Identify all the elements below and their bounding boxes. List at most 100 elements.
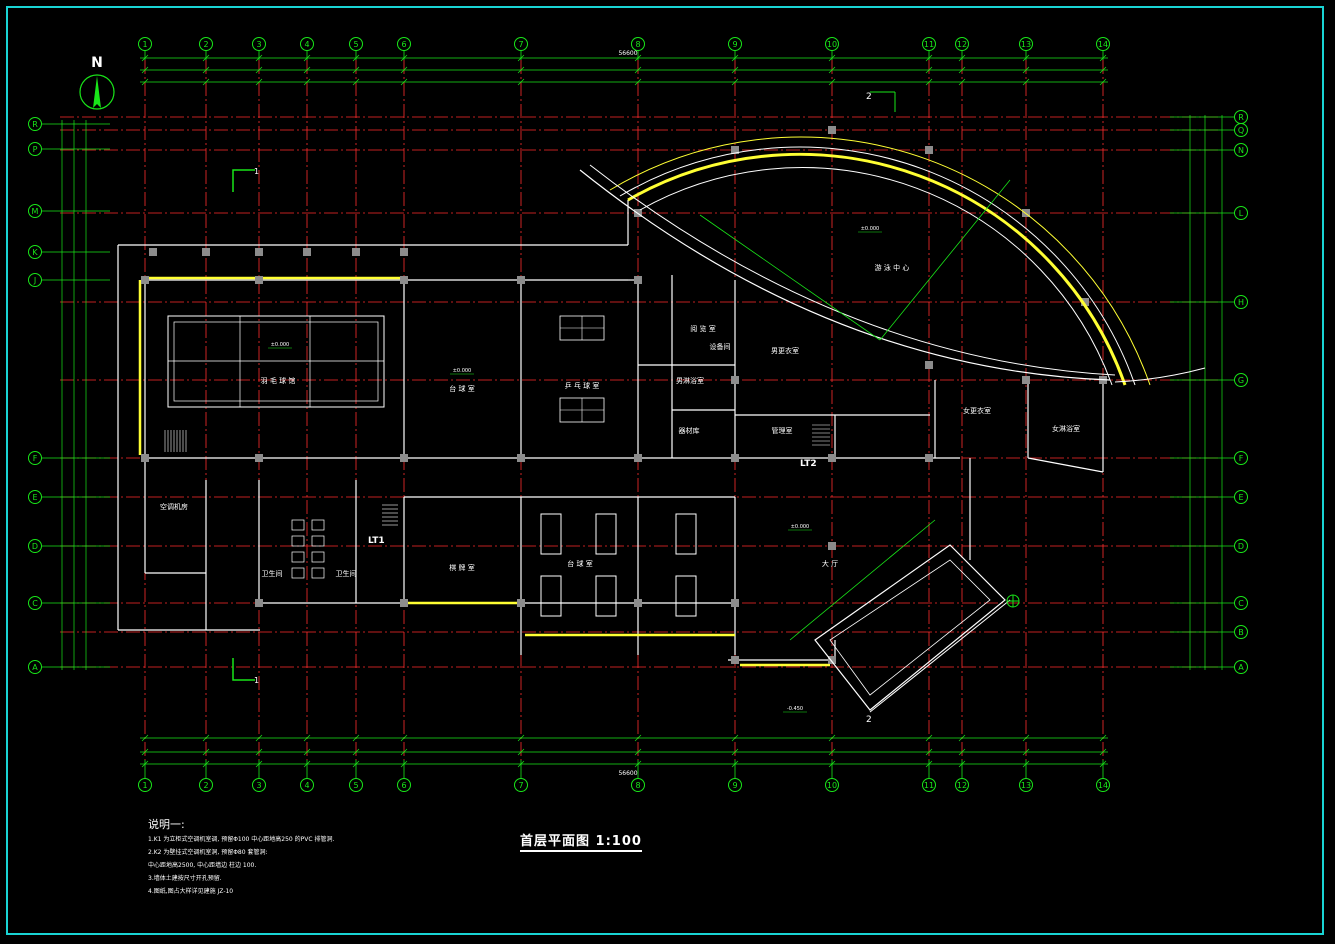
column (925, 146, 933, 154)
dim-tick (731, 78, 739, 86)
column (828, 542, 836, 550)
svg-text:2: 2 (203, 781, 208, 790)
dim-tick (1099, 78, 1107, 86)
column (828, 126, 836, 134)
level-mark: ±0.000 (791, 524, 810, 530)
dim-tick (731, 734, 739, 742)
axis-bubble-row: Q (1170, 123, 1248, 137)
total-dimension: 56600 (618, 50, 637, 57)
svg-text:G: G (1238, 376, 1244, 385)
svg-text:B: B (1238, 628, 1244, 637)
axis-bubble-row: F (28, 451, 110, 465)
svg-text:14: 14 (1098, 781, 1108, 790)
room-label-changing2: 女更衣室 (963, 406, 991, 415)
billiard-table (595, 513, 617, 555)
axis-bubble-col: 1 (138, 37, 152, 60)
section-tag-2b: 2 (866, 715, 872, 725)
column (400, 276, 408, 284)
svg-text:12: 12 (957, 40, 967, 49)
room-label-storage: 器材库 (679, 426, 700, 435)
axis-bubble-row: F (1170, 451, 1248, 465)
column (634, 599, 642, 607)
billiard-table (675, 575, 697, 617)
column (400, 248, 408, 256)
svg-text:H: H (1238, 298, 1244, 307)
notes-line: 3.墙体土建按尺寸开孔预留. (148, 875, 222, 882)
svg-text:E: E (32, 493, 37, 502)
column (731, 376, 739, 384)
dim-tick (352, 734, 360, 742)
level-mark: ±0.000 (861, 226, 880, 232)
toilet-stall (311, 551, 325, 563)
column (255, 599, 263, 607)
dim-tick (634, 66, 642, 74)
dim-tick (400, 66, 408, 74)
toilet-stall (311, 567, 325, 579)
column (925, 361, 933, 369)
axis-bubble-col: 5 (349, 37, 363, 60)
column (517, 276, 525, 284)
dim-tick (141, 734, 149, 742)
dim-tick (1099, 734, 1107, 742)
axis-bubble-col: 13 (1019, 760, 1033, 792)
axis-bubble-col: 7 (514, 37, 528, 60)
axis-bubble-col: 9 (728, 37, 742, 60)
column (634, 276, 642, 284)
pingpong-tables (559, 315, 605, 423)
svg-text:9: 9 (732, 40, 737, 49)
billiard-table (540, 513, 562, 555)
svg-text:L: L (1239, 209, 1244, 218)
dim-tick (958, 748, 966, 756)
svg-text:10: 10 (827, 40, 837, 49)
dim-tick (634, 748, 642, 756)
column (149, 248, 157, 256)
axis-bubble-col: 12 (955, 760, 969, 792)
axis-bubble-row: E (28, 490, 110, 504)
axis-bubble-col: 2 (199, 760, 213, 792)
dim-tick (1022, 66, 1030, 74)
svg-text:A: A (32, 663, 38, 672)
svg-text:3: 3 (256, 40, 261, 49)
notes-line: 4.图纸,图占大样详见建施 JZ-10 (148, 888, 234, 895)
svg-text:1: 1 (142, 40, 147, 49)
column (255, 248, 263, 256)
column (517, 599, 525, 607)
level-mark: -0.450 (787, 706, 803, 712)
toilet-stall (291, 535, 305, 547)
dim-tick (255, 734, 263, 742)
axis-bubble-col: 3 (252, 760, 266, 792)
svg-text:13: 13 (1021, 40, 1031, 49)
axis-bubbles: 11223344556677889910101111121213131414RP… (28, 37, 1248, 792)
section-marks: 1 1 (232, 167, 259, 685)
svg-text:5: 5 (353, 40, 358, 49)
dim-tick (202, 78, 210, 86)
svg-text:F: F (1239, 454, 1244, 463)
dim-tick (303, 734, 311, 742)
dim-tick (255, 78, 263, 86)
axis-bubble-row: B (1170, 625, 1248, 639)
dim-tick (517, 78, 525, 86)
pool-arc: 2 (579, 91, 1206, 386)
axis-bubble-col: 4 (300, 37, 314, 60)
svg-text:A: A (1238, 663, 1244, 672)
toilet-stall (291, 567, 305, 579)
axis-bubble-col: 6 (397, 760, 411, 792)
svg-text:D: D (32, 542, 38, 551)
room-label-hall: 大 厅 (822, 559, 838, 568)
column (517, 454, 525, 462)
section-tag-1b: 1 (254, 676, 259, 685)
axis-bubble-row: C (1170, 596, 1248, 610)
column (400, 599, 408, 607)
svg-text:4: 4 (304, 781, 309, 790)
svg-text:4: 4 (304, 40, 309, 49)
column (400, 454, 408, 462)
axis-bubble-col: 8 (631, 760, 645, 792)
dim-tick (202, 748, 210, 756)
axis-bubble-col: 5 (349, 760, 363, 792)
axis-bubble-col: 4 (300, 760, 314, 792)
entrance-ramp: 2 (789, 519, 1020, 725)
room-label-equipment: 设备间 (710, 342, 731, 351)
room-labels: 羽 毛 球 馆台 球 室乒 乓 球 室游 泳 中 心空调机房棋 牌 室台 球 室… (160, 226, 1080, 713)
toilet-stall (291, 519, 305, 531)
room-label-chess: 棋 牌 室 (449, 563, 474, 572)
